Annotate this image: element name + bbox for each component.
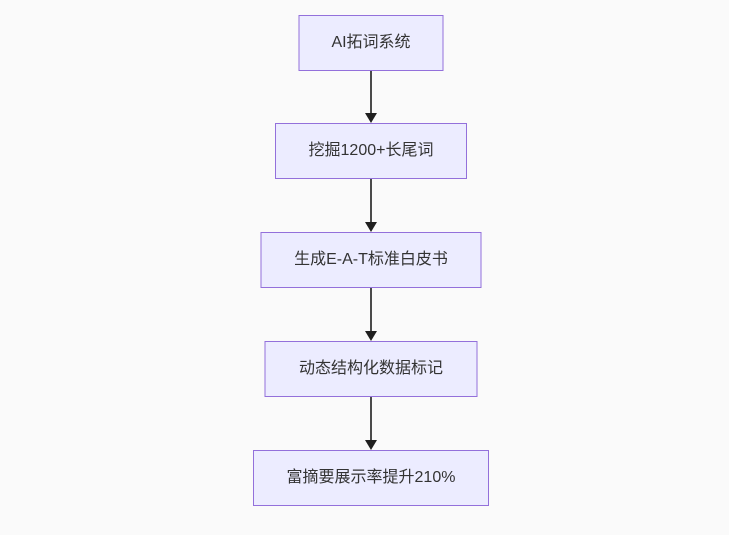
edge-line xyxy=(370,179,372,224)
edge-arrow xyxy=(364,179,378,232)
flow-node-label: 挖掘1200+长尾词 xyxy=(308,142,434,159)
edge-line xyxy=(370,397,372,442)
flow-node-label: 富摘要展示率提升210% xyxy=(286,469,456,486)
edge-line xyxy=(370,71,372,115)
flow-node-step1: AI拓词系统 xyxy=(298,15,444,71)
flow-node-step2: 挖掘1200+长尾词 xyxy=(275,123,467,179)
arrowhead-down-icon xyxy=(365,222,377,232)
flow-node-step3: 生成E-A-T标准白皮书 xyxy=(260,232,482,288)
edge-arrow xyxy=(364,71,378,123)
flow-node-step5: 富摘要展示率提升210% xyxy=(253,450,489,506)
flow-node-label: 动态结构化数据标记 xyxy=(298,360,443,377)
flow-node-label: AI拓词系统 xyxy=(331,34,411,51)
edge-arrow xyxy=(364,288,378,341)
flow-node-label: 生成E-A-T标准白皮书 xyxy=(294,251,448,268)
arrowhead-down-icon xyxy=(365,331,377,341)
edge-arrow xyxy=(364,397,378,450)
arrowhead-down-icon xyxy=(365,113,377,123)
flow-node-step4: 动态结构化数据标记 xyxy=(264,341,478,397)
arrowhead-down-icon xyxy=(365,440,377,450)
edge-line xyxy=(370,288,372,333)
